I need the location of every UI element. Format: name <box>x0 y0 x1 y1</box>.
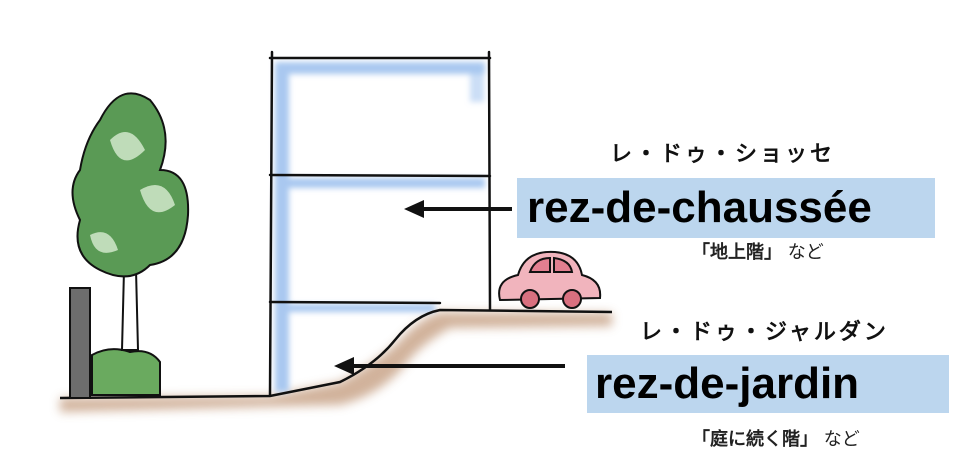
upper-meaning-bold: 「地上階」 <box>692 242 782 263</box>
building-wash <box>275 62 485 392</box>
lower-meaning: 「庭に続く階」 など <box>692 425 860 451</box>
bush-icon <box>91 348 161 396</box>
building-outline <box>268 50 492 397</box>
upper-term-label: rez-de-chaussée <box>517 178 935 238</box>
post-icon <box>69 287 91 399</box>
upper-reading: レ・ドゥ・ショッセ <box>610 142 836 167</box>
upper-meaning-suffix: など <box>787 242 824 263</box>
lower-term-label: rez-de-jardin <box>587 355 949 413</box>
lower-meaning-bold: 「庭に続く階」 <box>692 429 818 450</box>
ground-line <box>59 308 613 400</box>
tree-icon <box>71 92 190 351</box>
lower-reading: レ・ドゥ・ジャルダン <box>640 320 889 345</box>
arrow-upper <box>404 200 512 218</box>
lower-meaning-suffix: など <box>823 429 860 450</box>
arrow-lower <box>334 357 565 375</box>
ground-shading <box>60 312 612 412</box>
car-icon <box>498 250 602 309</box>
upper-meaning: 「地上階」 など <box>692 238 824 264</box>
